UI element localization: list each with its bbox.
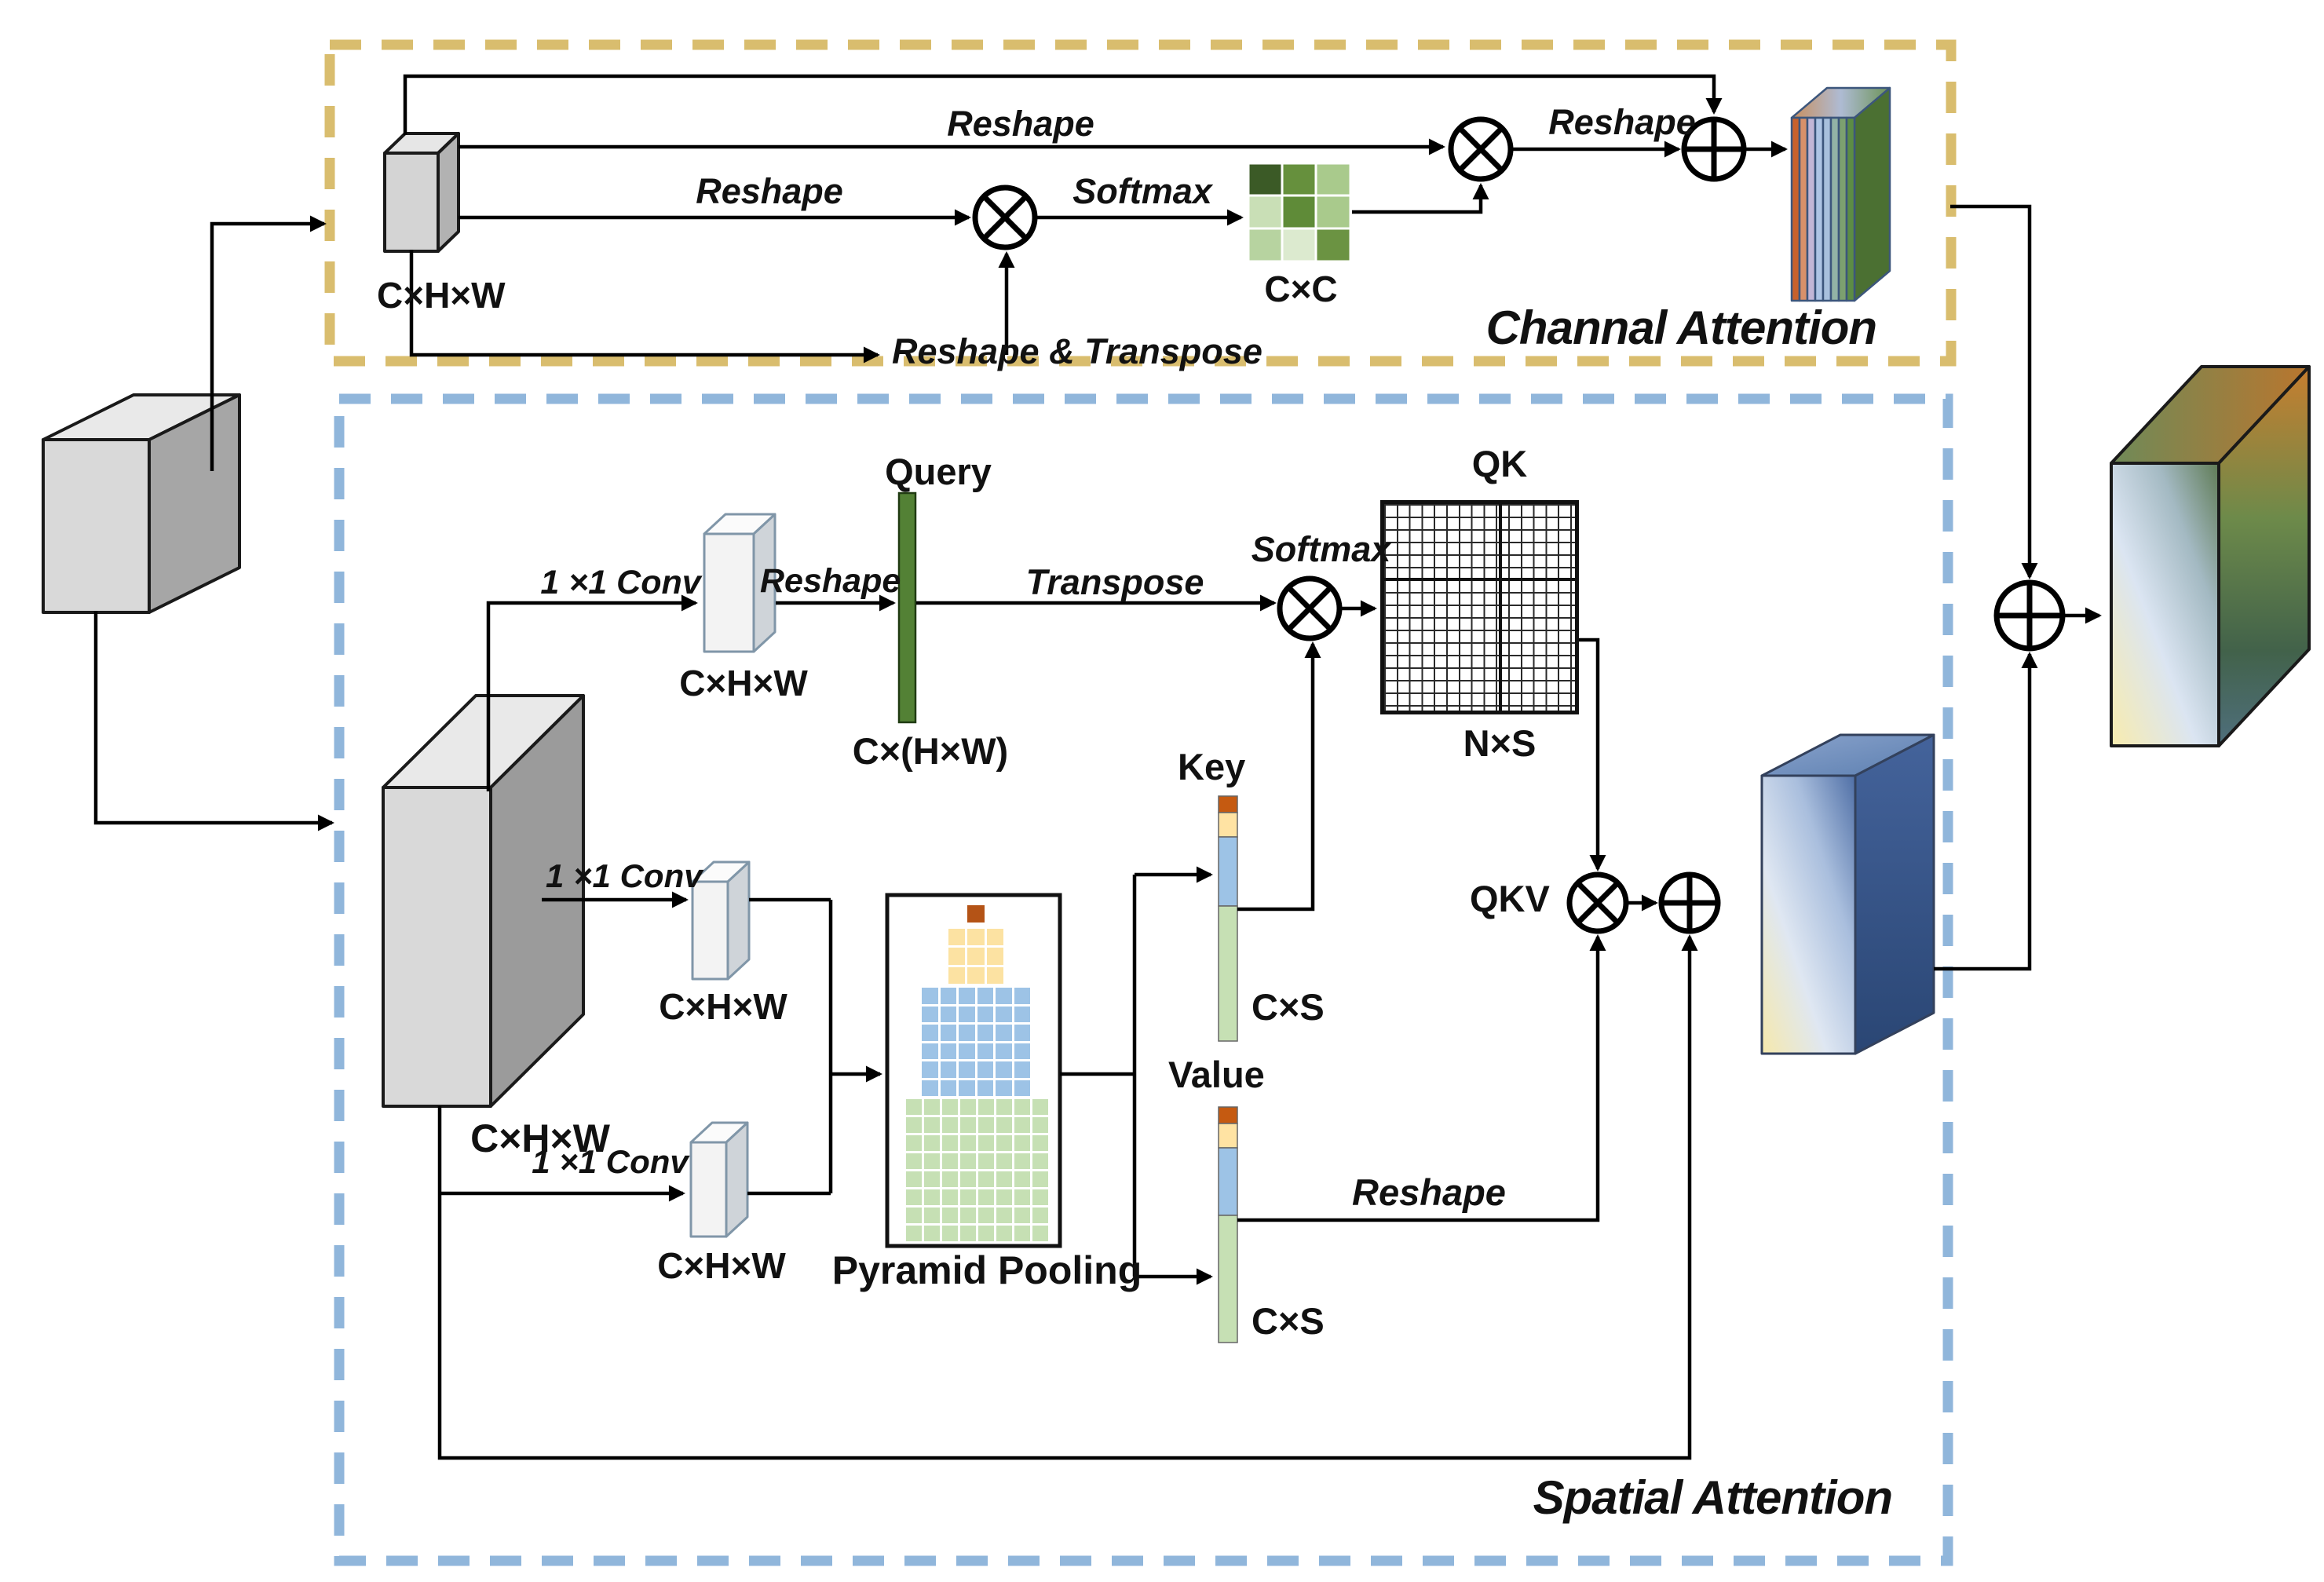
query-flat-dim-label: C×(H×W): [852, 730, 1009, 772]
conv1x1-value-label: 1 ×1 Conv: [532, 1143, 689, 1180]
cc-matrix: [1247, 162, 1352, 263]
key-to-softmax-line: [1237, 641, 1321, 912]
add-icon: [1993, 579, 2066, 652]
reshape-transpose-label: Reshape & Transpose: [892, 331, 1262, 371]
query-label: Query: [885, 451, 992, 492]
pyramid-level-6x6: [922, 988, 1030, 1096]
pyramid-level-1x1: [967, 905, 985, 923]
arrow-input-to-channel: [210, 215, 327, 471]
ns-dim-label: N×S: [1463, 722, 1537, 764]
spatial-attention-title: Spatial Attention: [1533, 1471, 1893, 1524]
value-reshape-line: [1237, 934, 1606, 1222]
spatial-attention-border: [334, 393, 1953, 1566]
qkv-label: QKV: [1470, 878, 1550, 919]
conv1x1-query-label: 1 ×1 Conv: [540, 564, 701, 601]
value-bar: [1218, 1106, 1238, 1343]
value-label: Value: [1168, 1054, 1265, 1095]
add-icon: [1658, 871, 1721, 934]
pyramid-level-3x3: [948, 929, 1003, 984]
cc-to-multiply-line: [1352, 183, 1489, 214]
value-dim-label: C×S: [1252, 1300, 1325, 1342]
arrow-input-to-spatial: [93, 611, 334, 831]
conv-box-value: [689, 1121, 749, 1238]
cc-dim-label: C×C: [1264, 269, 1338, 309]
add-icon: [1681, 116, 1747, 182]
qk-matrix: [1380, 500, 1579, 714]
spatial-output-box: [1760, 733, 1935, 1055]
transpose-label: Transpose: [1025, 562, 1204, 602]
channel-output-block: [1790, 86, 1891, 302]
value-conv-dim-label: C×H×W: [657, 1245, 786, 1286]
multiply-icon: [1277, 575, 1343, 641]
conv1x1-key-label: 1 ×1 Conv: [546, 857, 703, 894]
spatial-output-line: [1934, 652, 2038, 971]
spatial-skip-line: [437, 934, 1698, 1460]
channel-reshape-label: Reshape: [947, 104, 1094, 144]
connector-lines: [93, 74, 2102, 1460]
qk-label: QK: [1471, 443, 1528, 484]
channel-output-line: [1950, 204, 2038, 579]
pyramid-pooling-label: Pyramid Pooling: [831, 1248, 1142, 1292]
operator-symbols: [972, 116, 2066, 934]
key-conv-dim-label: C×H×W: [659, 986, 787, 1027]
spatial-softmax-label: Softmax: [1251, 529, 1391, 569]
query-bar: [897, 491, 917, 724]
query-conv-dim-label: C×H×W: [679, 663, 808, 703]
channel-transpose-line: [409, 250, 880, 364]
value-reshape-label: Reshape: [1352, 1171, 1506, 1213]
key-label: Key: [1178, 746, 1246, 787]
final-output-box: [2110, 365, 2311, 747]
multiply-icon: [1448, 116, 1514, 182]
multiply-icon: [972, 185, 1038, 250]
channel-attention-title: Channal Attention: [1485, 301, 1877, 354]
channel-bypass-line: [403, 74, 1723, 135]
big-feature-box: [382, 694, 585, 1108]
key-dim-label: C×S: [1252, 986, 1325, 1028]
input-tensor-box: [42, 393, 241, 614]
channel-attention-border: [324, 39, 1957, 367]
query-conv-line: [486, 594, 698, 791]
channel-input-box: [383, 132, 460, 253]
big-box-dim-label: C×H×W: [470, 1116, 610, 1160]
pyramid-level-8x8: [906, 1099, 1048, 1241]
conv-box-key: [691, 860, 751, 981]
channel-out-reshape-label: Reshape: [1548, 102, 1696, 142]
query-reshape-label: Reshape: [760, 562, 901, 600]
multiply-icon: [1566, 871, 1629, 934]
channel-reshape2-label: Reshape: [696, 171, 843, 211]
conv-box-query: [703, 513, 776, 653]
key-bar: [1218, 795, 1238, 1042]
channel-softmax-label: Softmax: [1072, 171, 1212, 211]
qk-to-qkv-line: [1579, 638, 1606, 871]
channel-input-dim-label: C×H×W: [377, 275, 506, 316]
